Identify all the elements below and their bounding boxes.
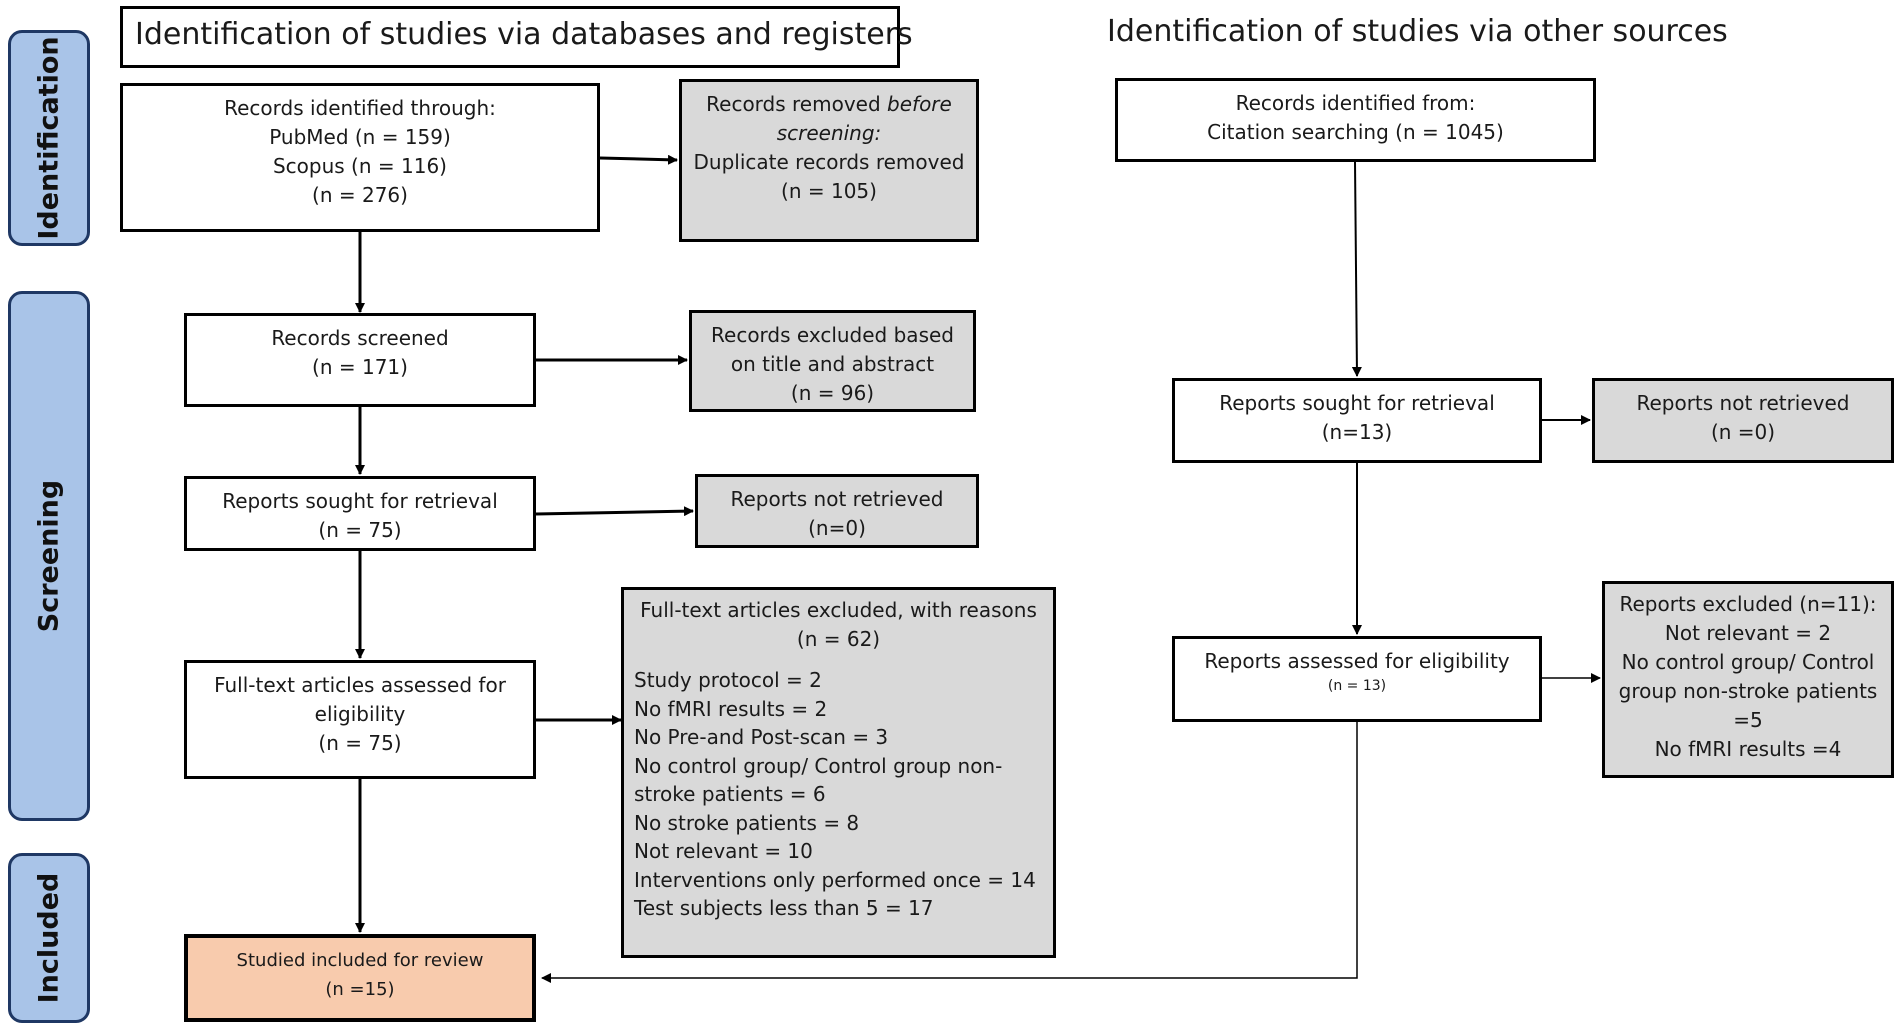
reports-not-retrieved-count: (n=0) xyxy=(808,516,866,540)
box-right-reports-assessed: Reports assessed for eligibility (n = 13… xyxy=(1172,636,1542,722)
fulltext-excluded-count: (n = 62) xyxy=(796,627,881,651)
citation-identified-label: Records identified from: xyxy=(1235,91,1476,115)
right-not-retrieved-count: (n =0) xyxy=(1710,420,1776,444)
box-citation-identified: Records identified from: Citation search… xyxy=(1115,78,1596,162)
records-identified-total: (n = 276) xyxy=(312,183,408,207)
box-reports-not-retrieved: Reports not retrieved (n=0) xyxy=(695,474,979,548)
citation-identified-count: Citation searching (n = 1045) xyxy=(1207,120,1504,144)
arrow-citation-to-sought xyxy=(1351,161,1362,377)
right-excluded-reason: group non-stroke patients xyxy=(1618,679,1878,703)
right-excluded-header: Reports excluded (n=11): xyxy=(1619,592,1877,616)
box-records-excluded: Records excluded based on title and abst… xyxy=(689,310,976,412)
box-reports-sought: Reports sought for retrieval (n = 75) xyxy=(184,476,536,551)
reason-item: Study protocol = 2 xyxy=(634,668,822,692)
phase-screening: Screening xyxy=(8,291,90,821)
records-removed-count: (n = 105) xyxy=(781,179,877,203)
arrow-identified-to-removed xyxy=(599,154,678,165)
box-records-removed: Records removed before screening: Duplic… xyxy=(679,79,979,242)
right-excluded-reason: Not relevant = 2 xyxy=(1664,621,1832,645)
arrow-sought-to-not-retrieved xyxy=(535,506,694,517)
box-right-reports-not-retrieved: Reports not retrieved (n =0) xyxy=(1592,378,1894,463)
reason-item: stroke patients = 6 xyxy=(634,782,826,806)
reason-item: Test subjects less than 5 = 17 xyxy=(634,896,934,920)
records-identified-scopus: Scopus (n = 116) xyxy=(272,154,447,178)
box-records-identified: Records identified through: PubMed (n = … xyxy=(120,83,600,232)
fulltext-assessed-line-1: Full-text articles assessed for xyxy=(214,673,506,697)
records-identified-line-1: Records identified through: xyxy=(224,96,496,120)
records-excluded-line-2: on title and abstract xyxy=(730,352,935,376)
box-records-screened: Records screened (n = 171) xyxy=(184,313,536,407)
reason-item: No control group/ Control group non- xyxy=(634,753,1003,778)
records-removed-prefix: Records removed xyxy=(706,92,881,116)
records-screened-label: Records screened xyxy=(271,326,449,350)
title-databases: Identification of studies via databases … xyxy=(120,6,913,68)
reason-item: No fMRI results = 2 xyxy=(634,696,828,721)
records-screened-count: (n = 171) xyxy=(312,355,408,379)
right-assessed-count: (n = 13) xyxy=(1327,678,1387,694)
fulltext-assessed-line-2: eligibility xyxy=(314,702,406,726)
studies-included-label: Studied included for review xyxy=(236,950,484,971)
phase-included-label: Included xyxy=(33,872,65,1004)
box-fulltext-excluded: Full-text articles excluded, with reason… xyxy=(621,587,1056,958)
box-right-reports-sought: Reports sought for retrieval (n=13) xyxy=(1172,378,1542,463)
right-excluded-reason: No control group/ Control xyxy=(1621,650,1875,674)
arrow-right-assessed-to-included xyxy=(541,722,1358,983)
reports-sought-count: (n = 75) xyxy=(318,518,402,542)
phase-identification-label: Identification xyxy=(33,36,65,240)
records-identified-pubmed: PubMed (n = 159) xyxy=(269,125,451,149)
title-databases-text: Identification of studies via databases … xyxy=(135,17,913,52)
fulltext-assessed-count: (n = 75) xyxy=(318,731,402,755)
records-removed-line-3: Duplicate records removed xyxy=(693,150,965,174)
phase-identification: Identification xyxy=(8,30,90,246)
records-excluded-count: (n = 96) xyxy=(790,381,875,405)
reason-item: Not relevant = 10 xyxy=(634,839,813,863)
records-removed-italic-1: before xyxy=(887,92,952,116)
box-studies-included: Studied included for review (n =15) xyxy=(184,934,536,1022)
right-not-retrieved-label: Reports not retrieved xyxy=(1636,391,1850,415)
reason-item: No stroke patients = 8 xyxy=(634,810,860,835)
records-removed-line-1: Records removed before xyxy=(682,90,976,119)
records-removed-line-2: screening: xyxy=(682,119,976,148)
reason-item: Interventions only performed once = 14 xyxy=(634,867,1036,892)
studies-included-count: (n =15) xyxy=(325,979,395,1000)
reports-sought-label: Reports sought for retrieval xyxy=(222,489,498,513)
right-assessed-label: Reports assessed for eligibility xyxy=(1204,649,1510,673)
right-reports-sought-count: (n=13) xyxy=(1321,420,1393,444)
right-excluded-reason: No fMRI results =4 xyxy=(1654,737,1842,761)
right-excluded-reason: =5 xyxy=(1733,708,1763,732)
phase-included: Included xyxy=(8,853,90,1023)
reason-item: No Pre-and Post-scan = 3 xyxy=(634,725,889,749)
fulltext-excluded-header: Full-text articles excluded, with reason… xyxy=(640,598,1037,622)
title-other-sources: Identification of studies via other sour… xyxy=(1107,14,1728,49)
right-reports-sought-label: Reports sought for retrieval xyxy=(1219,391,1495,415)
records-excluded-line-1: Records excluded based xyxy=(711,323,954,347)
records-removed-italic-2: screening: xyxy=(776,121,882,145)
box-right-reports-excluded: Reports excluded (n=11): Not relevant = … xyxy=(1602,581,1894,778)
reports-not-retrieved-label: Reports not retrieved xyxy=(730,487,944,511)
fulltext-excluded-reasons: Study protocol = 2 No fMRI results = 2 N… xyxy=(624,666,1053,923)
box-fulltext-assessed: Full-text articles assessed for eligibil… xyxy=(184,660,536,779)
phase-screening-label: Screening xyxy=(33,479,65,633)
